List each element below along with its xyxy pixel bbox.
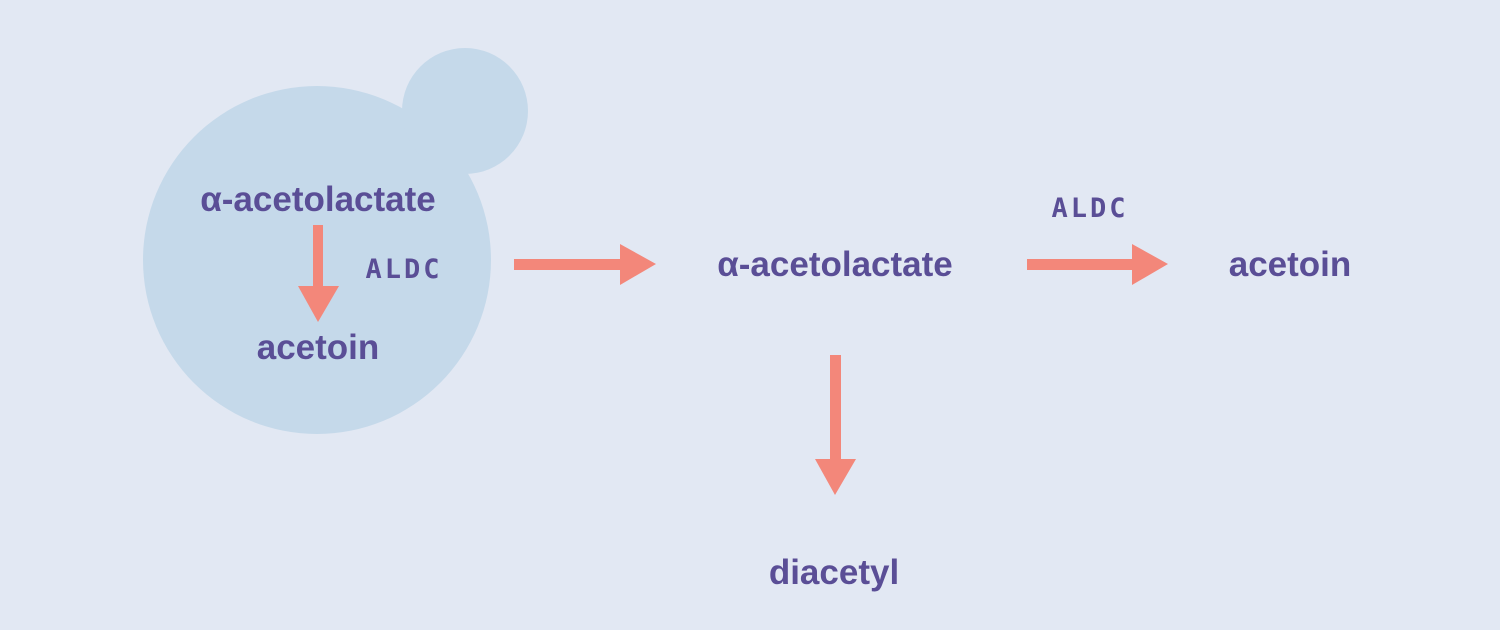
cell-down-arrow: [298, 225, 339, 322]
outside-byproduct-label: diacetyl: [768, 553, 900, 592]
cell-product-label: acetoin: [256, 328, 380, 367]
cell-substrate-label: α-acetolactate: [200, 180, 436, 219]
export-arrow: [514, 244, 656, 285]
cell-enzyme-label: ALDC: [365, 254, 443, 285]
outside-product-label: acetoin: [1228, 245, 1352, 284]
outside-right-arrow: [1027, 244, 1168, 285]
outside-substrate-label: α-acetolactate: [717, 245, 953, 284]
yeast-cell-bud: [402, 48, 528, 174]
outside-enzyme-label: ALDC: [1051, 193, 1129, 224]
outside-down-arrow: [815, 355, 856, 495]
